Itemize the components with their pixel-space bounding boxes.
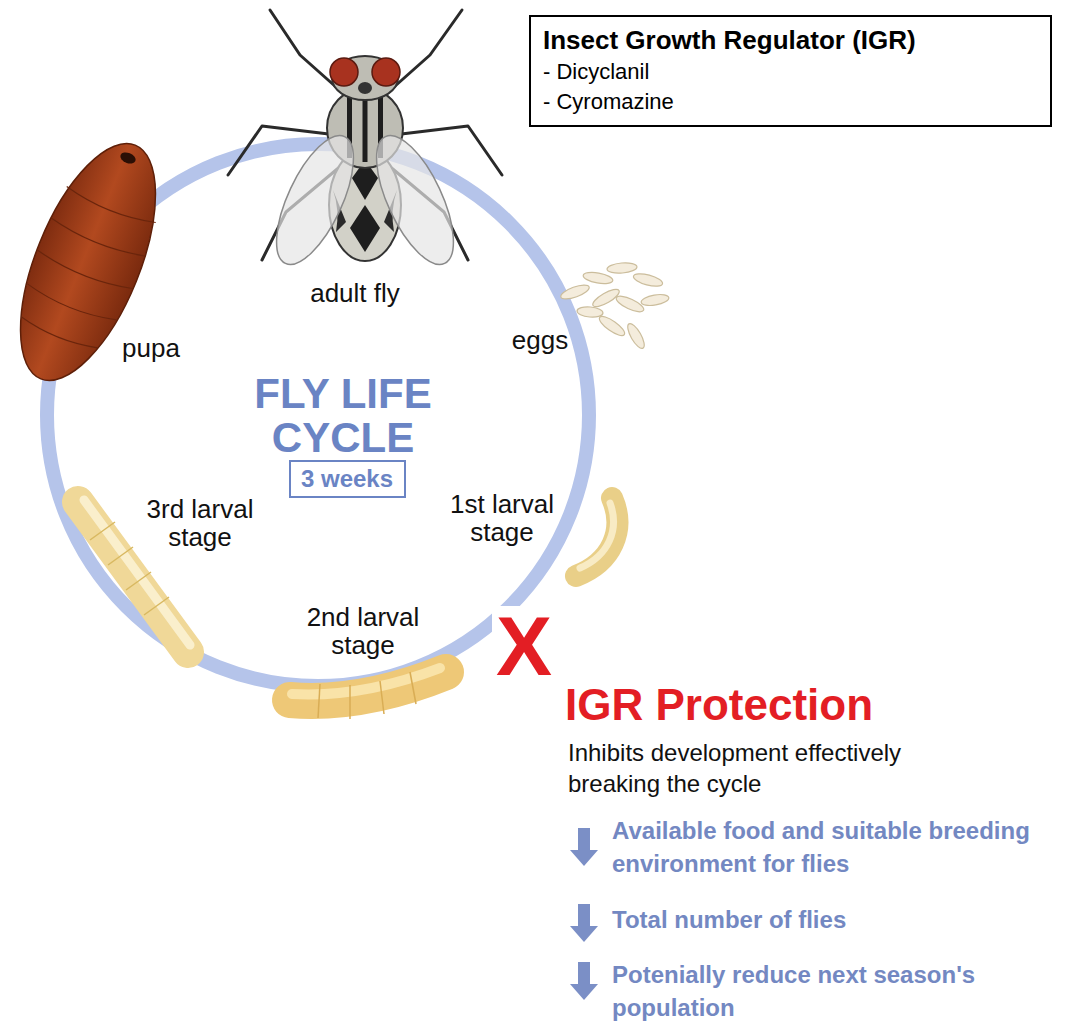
- fly-wing: [361, 125, 469, 275]
- stage-label: adult fly: [290, 278, 420, 308]
- igr-info-box: Insect Growth Regulator (IGR)- Dicyclani…: [529, 15, 1052, 127]
- fly-abdomen-mark: [350, 205, 380, 252]
- egg: [625, 321, 648, 350]
- box-item: - Cyromazine: [543, 87, 1038, 117]
- stage-label: 2nd larval stage: [293, 603, 433, 659]
- stage-label: eggs: [505, 325, 575, 355]
- egg: [607, 262, 638, 275]
- down-arrow: [570, 828, 598, 866]
- protection-note: Inhibits development effectively breakin…: [568, 737, 988, 799]
- duration-box: 3 weeks: [289, 460, 406, 498]
- egg: [577, 306, 604, 318]
- break-mark: X: [492, 606, 556, 686]
- cycle-title: FLY LIFE CYCLE: [243, 372, 443, 460]
- duration-text: 3 weeks: [301, 464, 393, 494]
- down-arrow: [570, 962, 598, 1000]
- decrease-arrows: [570, 828, 598, 1000]
- effect-item: Available food and suitable breeding env…: [612, 814, 1052, 880]
- stage-label: pupa: [122, 333, 202, 363]
- fly-eye: [372, 58, 400, 86]
- larva-body: [576, 498, 617, 576]
- egg: [632, 271, 664, 288]
- effect-item: Potenially reduce next season's populati…: [612, 958, 1060, 1024]
- fly-thorax-stripe: [363, 92, 368, 162]
- egg: [559, 282, 591, 302]
- egg: [597, 313, 627, 338]
- protection-heading: IGR Protection: [565, 680, 1005, 730]
- stage-label: 1st larval stage: [437, 490, 567, 546]
- egg: [582, 270, 613, 285]
- stage-label: 3rd larval stage: [130, 495, 270, 551]
- egg: [640, 293, 669, 308]
- pupa-segments: [10, 185, 158, 356]
- fly-eye: [330, 58, 358, 86]
- pupa-spiracle: [119, 150, 138, 165]
- egg: [614, 293, 645, 315]
- first-larva-illustration: [576, 498, 617, 576]
- larva-highlight: [580, 503, 613, 568]
- effect-item: Total number of flies: [612, 903, 1052, 936]
- fly-mouthpart: [358, 82, 372, 94]
- box-item: - Dicyclanil: [543, 57, 1038, 87]
- life-cycle-circle: [47, 144, 589, 686]
- down-arrow: [570, 904, 598, 942]
- box-heading: Insect Growth Regulator (IGR): [543, 23, 1038, 57]
